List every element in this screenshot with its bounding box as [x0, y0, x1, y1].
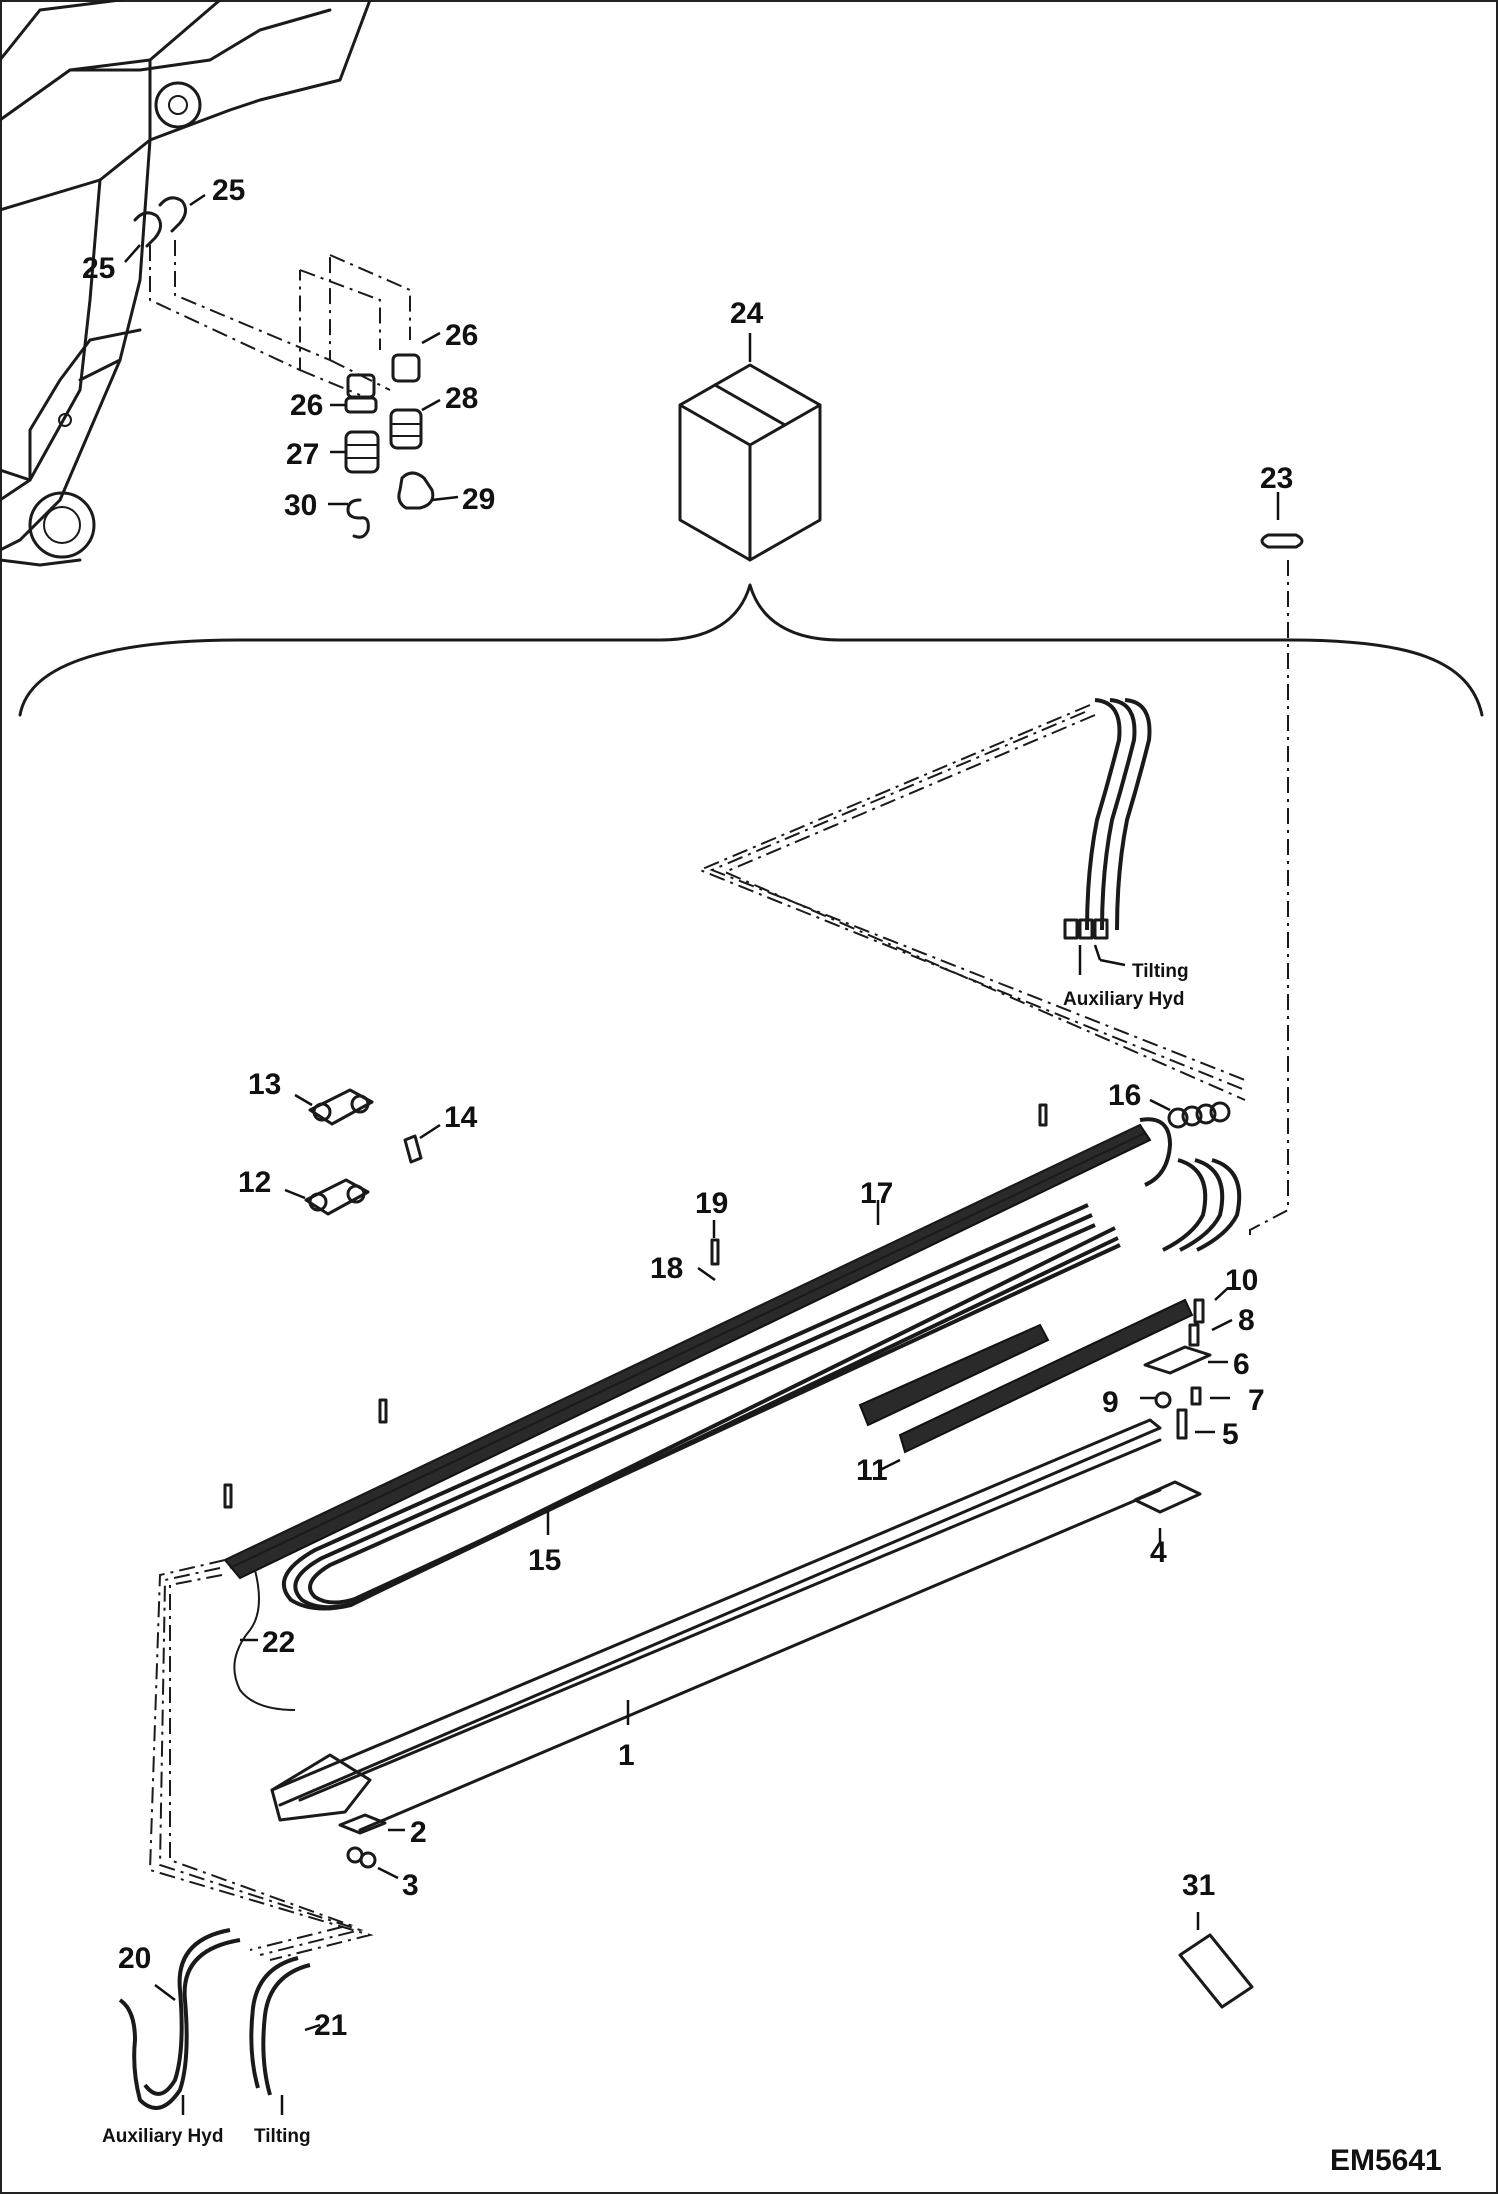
callout-25a: 25	[212, 174, 245, 207]
figure-id: EM5641	[1330, 2144, 1442, 2177]
fittings-16	[1149, 1098, 1242, 1252]
kit-contents-brace	[18, 583, 1484, 717]
bracket-hardware	[1133, 1287, 1233, 1542]
callout-7: 7	[1248, 1384, 1265, 1417]
coupler-right-stack	[389, 331, 459, 510]
callout-3: 3	[402, 1869, 419, 1902]
rail-hardware	[338, 1813, 405, 1880]
wire-22	[233, 1569, 296, 1711]
guide-bolts	[223, 1103, 1048, 1509]
callout-6: 6	[1233, 1348, 1250, 1381]
callout-5: 5	[1222, 1418, 1239, 1451]
callout-17: 17	[860, 1177, 893, 1210]
callout-26b: 26	[290, 389, 323, 422]
callout-11: 11	[856, 1454, 888, 1487]
callout-4: 4	[1150, 1536, 1167, 1569]
hose-notes: Tilting Auxiliary Hyd Auxiliary Hyd Tilt…	[102, 961, 1189, 2147]
note-upper-tilting: Tilting	[1132, 961, 1189, 982]
callout-16: 16	[1108, 1079, 1141, 1112]
callout-14: 14	[444, 1101, 478, 1134]
callout-26a: 26	[445, 319, 478, 352]
callout-20: 20	[118, 1942, 151, 1975]
kit-box	[678, 333, 822, 562]
hose-21	[249, 1956, 321, 2115]
connector-lines-upper	[149, 240, 411, 396]
callout-23: 23	[1260, 462, 1293, 495]
callout-24: 24	[730, 297, 764, 330]
hose-loop-15	[281, 1203, 1121, 1611]
callout-12: 12	[238, 1166, 271, 1199]
callout-15: 15	[528, 1544, 561, 1577]
coupler-left-stack	[328, 373, 380, 539]
loader-arm	[0, 0, 372, 567]
callout-13: 13	[248, 1068, 281, 1101]
note-lower-aux: Auxiliary Hyd	[102, 2126, 223, 2147]
callout-22: 22	[262, 1626, 295, 1659]
rail-1	[270, 1418, 1162, 1832]
callout-30: 30	[284, 489, 317, 522]
elbow-fittings	[124, 193, 206, 263]
hose-guide-17	[223, 1117, 1173, 1580]
callout-29: 29	[462, 483, 495, 516]
upper-hose-connectors	[697, 698, 1246, 1101]
chain-11	[858, 1298, 1194, 1472]
note-lower-tilting: Tilting	[254, 2126, 311, 2147]
hose-20	[118, 1928, 241, 2115]
callout-labels: 1 2 3 4 5 6 7 8 9 10 11 12 13 14 15 16 1…	[82, 174, 1293, 2042]
callout-1: 1	[618, 1739, 635, 1772]
callout-10: 10	[1225, 1264, 1258, 1297]
callout-2: 2	[410, 1816, 427, 1849]
callout-31: 31	[1182, 1869, 1215, 1902]
callout-27: 27	[286, 438, 319, 471]
callout-21: 21	[314, 2009, 347, 2042]
callout-25b: 25	[82, 252, 115, 285]
callout-28: 28	[445, 382, 478, 415]
callout-8: 8	[1238, 1304, 1255, 1337]
hose-clip-23	[1249, 492, 1304, 1240]
callout-18: 18	[650, 1252, 683, 1285]
callout-19: 19	[695, 1187, 728, 1220]
plate-31	[1178, 1912, 1254, 2009]
note-upper-aux: Auxiliary Hyd	[1063, 989, 1184, 1010]
callout-9: 9	[1102, 1386, 1119, 1419]
connector-lines-lower	[148, 1559, 374, 1961]
clamp-parts	[284, 1088, 441, 1216]
